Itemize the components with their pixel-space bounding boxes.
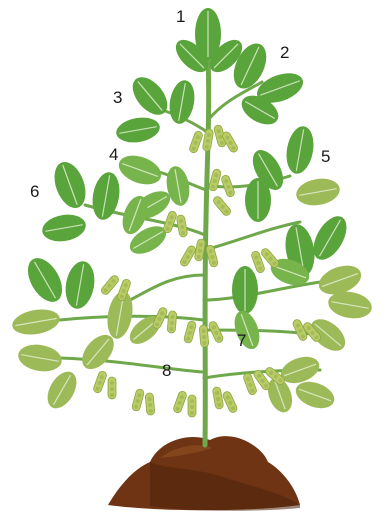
bean-pod [131,388,144,411]
pod-bean [110,381,114,385]
bean-pod [212,195,232,217]
pod-bean [190,405,194,409]
bean-pod [188,130,203,153]
bean-pod [100,274,120,296]
leaflet [126,71,174,121]
bean-pod [108,377,116,399]
leaflet [42,367,83,414]
leaflet [294,175,342,208]
leaflet [16,341,64,374]
node-label-4: 4 [109,145,118,164]
bean-pod [92,370,107,393]
branch-stem [204,280,335,300]
bean-pod [179,244,197,267]
bean-pod [212,386,224,409]
pod-bean [190,411,194,415]
node-label-7: 7 [237,331,246,350]
bean-pod [222,390,239,413]
leaflet [40,211,88,244]
node-label-6: 6 [30,182,39,201]
node-label-1: 1 [176,7,185,26]
bean-pod [208,320,225,343]
leaflet [115,150,165,189]
bean-pod [172,390,187,413]
node-label-8: 8 [162,361,171,380]
leaflet [114,114,161,145]
bean-pod [167,311,177,334]
leaflet [283,124,317,176]
leaflet [21,252,69,308]
pod-bean [110,387,114,391]
node-label-5: 5 [321,147,330,166]
node-label-2: 2 [280,43,289,62]
branch-stem [60,358,203,372]
bean-pod [202,128,214,151]
bean-pod [199,325,209,348]
leaflet [166,78,197,125]
bean-pod [145,393,155,416]
pod-bean [110,393,114,397]
bean-pod [176,214,188,237]
soil-mound [108,436,300,511]
leaflet [10,306,61,338]
bean-pod [188,395,196,417]
pod-bean [190,399,194,403]
leaflet [62,259,98,311]
leaflet [232,266,258,314]
branch-stem [130,275,204,300]
node-label-3: 3 [113,88,122,107]
trifoliate-leaves [10,8,374,416]
bean-pod [183,320,196,343]
leaflet [245,178,271,222]
bean-pod [208,168,221,191]
